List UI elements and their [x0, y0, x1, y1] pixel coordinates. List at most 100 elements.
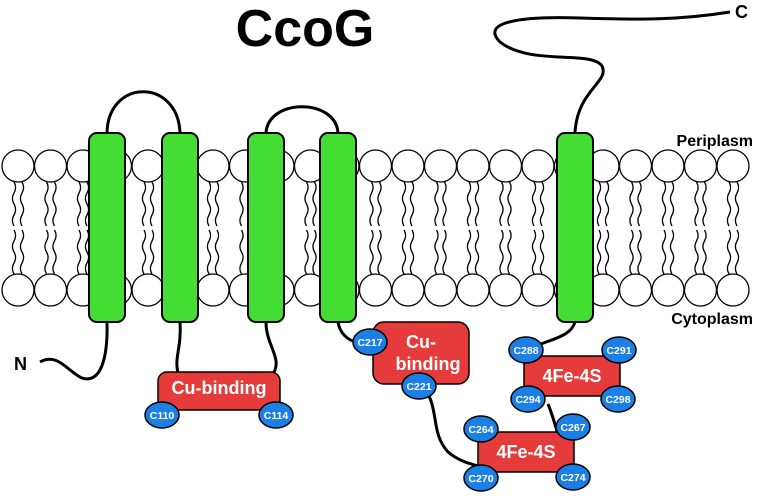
- svg-text:C264: C264: [468, 424, 493, 436]
- lipid-tail: [149, 229, 155, 275]
- lipid-tail: [507, 181, 512, 227]
- lipid-tail: [726, 181, 732, 227]
- lipid-tail: [401, 181, 407, 227]
- lipid-head: [196, 149, 230, 183]
- lipid-head: [358, 149, 393, 183]
- lipid-tail: [734, 181, 740, 227]
- transmembrane-helices: [88, 132, 594, 323]
- lipid-head: [716, 149, 750, 183]
- lipid-tail: [141, 229, 147, 275]
- cu-binding-domain-1: Cu-binding C110 C114: [144, 371, 294, 429]
- lipid-head: [33, 149, 68, 183]
- lipid-tail: [637, 229, 642, 275]
- lipid-tail: [434, 181, 439, 227]
- lipid-tail: [539, 181, 545, 227]
- lipid-tail: [726, 229, 732, 275]
- lipid-tail: [369, 181, 374, 227]
- lipid-tail: [531, 181, 537, 227]
- lipid-tail: [669, 181, 675, 227]
- lipid-tail: [409, 229, 415, 275]
- lipid-head: [423, 273, 458, 307]
- lipid-tail: [76, 181, 82, 227]
- lipid-tail: [539, 229, 545, 275]
- lipid-tail: [661, 229, 667, 275]
- svg-text:C270: C270: [468, 473, 493, 485]
- svg-text:C298: C298: [605, 394, 630, 406]
- lipid-head: [196, 273, 230, 307]
- cysteine-c264: C264: [463, 415, 499, 443]
- lipid-tail: [214, 229, 220, 275]
- lipid-tail: [206, 181, 212, 227]
- lipid-tail: [304, 229, 309, 275]
- svg-text:C217: C217: [357, 337, 382, 349]
- cysteine-c217: C217: [352, 328, 388, 356]
- lipid-tail: [377, 181, 382, 227]
- lipid-tail: [596, 229, 602, 275]
- lipid-head: [456, 273, 490, 307]
- lipid-tail: [11, 181, 17, 227]
- svg-text:C294: C294: [515, 394, 540, 406]
- lipid-tail: [702, 181, 707, 227]
- lipid-tail: [434, 229, 439, 275]
- c-terminus-label: C: [735, 2, 748, 22]
- helix-tm3: [247, 132, 285, 323]
- cysteine-c274: C274: [555, 463, 591, 491]
- svg-text:C291: C291: [606, 345, 631, 357]
- svg-text:C274: C274: [560, 472, 585, 484]
- lipid-tail: [214, 181, 220, 227]
- lipid-head: [618, 273, 653, 307]
- lipid-tail: [44, 229, 49, 275]
- lipid-head: [488, 149, 523, 183]
- lipid-tail: [531, 229, 537, 275]
- cysteine-c291: C291: [601, 336, 637, 364]
- lipid-tail: [369, 229, 374, 275]
- lipid-tail: [149, 181, 155, 227]
- lipid-tail: [466, 181, 472, 227]
- cu-binding-domain-2: Cu- binding C217 C221: [352, 321, 470, 400]
- periplasm-label: Periplasm: [677, 133, 753, 150]
- lipid-tail: [637, 181, 642, 227]
- lipid-tail: [442, 229, 447, 275]
- lipid-tail: [401, 229, 407, 275]
- lipid-tail: [239, 229, 244, 275]
- fes-2-label: 4Fe-4S: [496, 442, 555, 462]
- lipid-head: [1, 273, 35, 307]
- lipid-head: [456, 149, 490, 183]
- lipid-head: [683, 149, 718, 183]
- lipid-tail: [596, 181, 602, 227]
- fes-1-label: 4Fe-4S: [542, 366, 601, 386]
- lipid-tail: [604, 229, 610, 275]
- lipid-tail: [377, 229, 382, 275]
- lipid-tail: [52, 181, 57, 227]
- lipid-tail: [694, 181, 699, 227]
- lipid-tail: [661, 181, 667, 227]
- c-terminus-tail: [493, 10, 731, 134]
- cu-binding-1-label: Cu-binding: [172, 378, 267, 398]
- lipid-head: [716, 273, 750, 307]
- lipid-head: [391, 149, 425, 183]
- lipid-tail: [442, 181, 447, 227]
- lipid-tail: [44, 181, 49, 227]
- lipid-tail: [474, 181, 480, 227]
- iron-sulfur-cluster-2: 4Fe-4S C264 C267 C270 C274: [463, 413, 591, 492]
- cysteine-c288: C288: [508, 336, 544, 364]
- lipid-head: [131, 149, 165, 183]
- lipid-head: [651, 273, 685, 307]
- helix-tm1: [88, 132, 126, 323]
- svg-text:C110: C110: [150, 410, 175, 422]
- lipid-tail: [734, 229, 740, 275]
- diagram-title: CcoG: [236, 0, 375, 58]
- lipid-head: [618, 149, 653, 183]
- lipid-tail: [499, 181, 504, 227]
- svg-text:C267: C267: [560, 422, 585, 434]
- lipid-tail: [409, 181, 415, 227]
- loop-cu-binding-1-tm3: [264, 321, 278, 379]
- lipid-tail: [629, 181, 634, 227]
- cysteine-c294: C294: [510, 385, 546, 413]
- svg-text:C221: C221: [406, 381, 431, 393]
- lipid-tail: [312, 181, 317, 227]
- lipid-head: [358, 273, 393, 307]
- lipid-head: [521, 149, 555, 183]
- lipid-tail: [499, 229, 504, 275]
